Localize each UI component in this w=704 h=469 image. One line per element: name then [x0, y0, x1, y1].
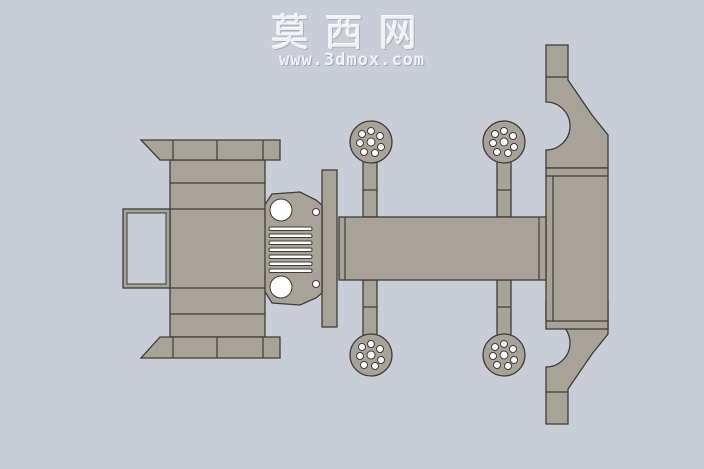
watermark-title: 莫西网	[270, 11, 433, 55]
wheel-rear-bottom	[349, 333, 393, 377]
wheel-rear-top	[349, 120, 393, 164]
rear-fender-top	[139, 139, 281, 161]
headlight-icon	[269, 198, 293, 222]
grille-plate	[263, 191, 323, 306]
wheel-front-top	[482, 120, 526, 164]
rear-body	[122, 159, 266, 338]
front-bumper-bracket	[545, 44, 609, 425]
wheel-front-bottom	[482, 333, 526, 377]
grille-slots	[268, 226, 313, 273]
cross-plate	[321, 169, 338, 328]
chassis-beam	[338, 216, 547, 281]
rear-fender-bottom	[139, 336, 281, 359]
headlight-icon	[269, 275, 293, 299]
watermark-url: www.3dmox.com	[278, 50, 426, 70]
